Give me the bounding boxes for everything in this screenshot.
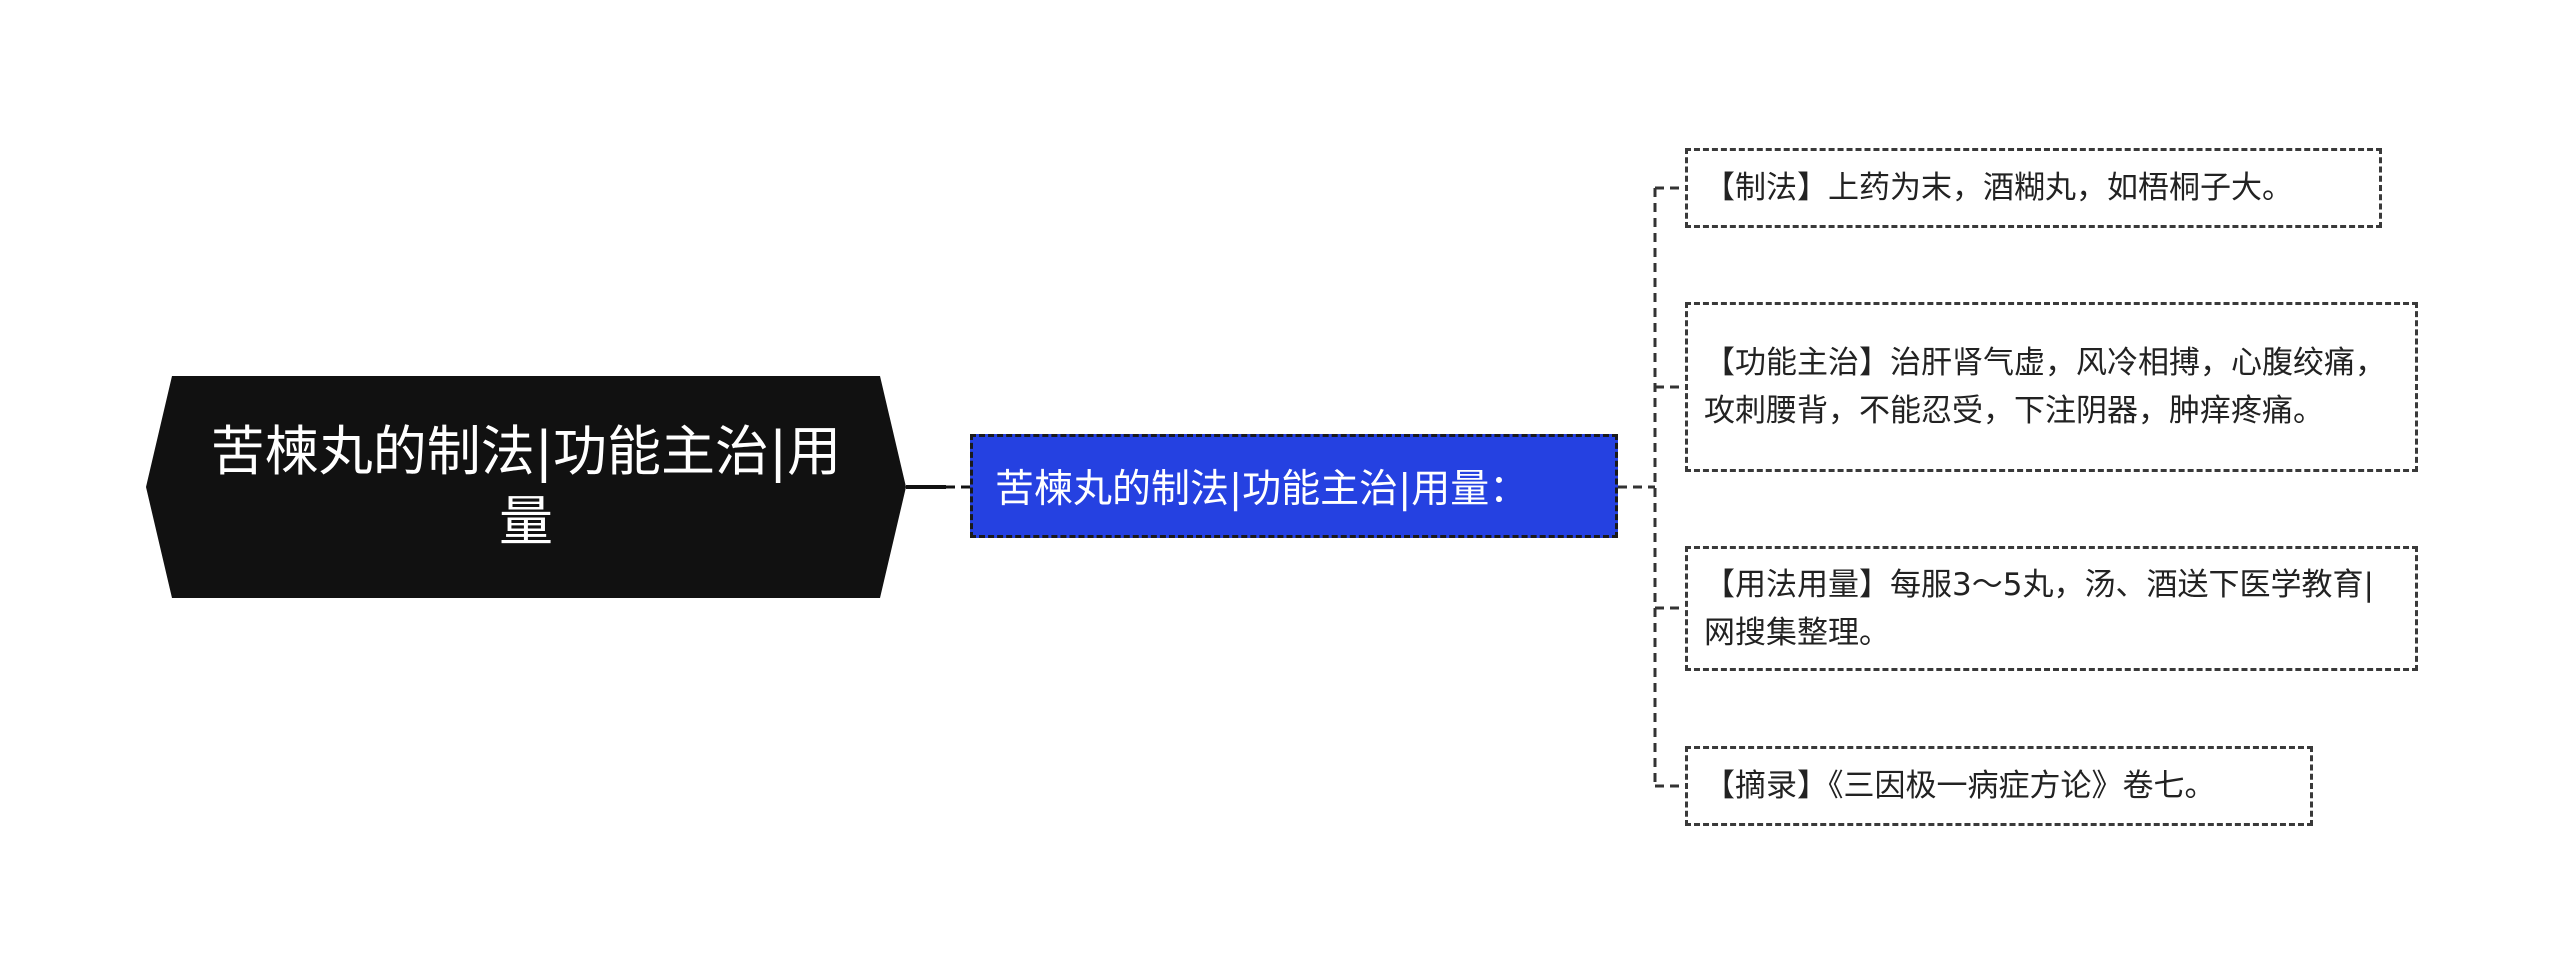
leaf-label-dosage: 【用法用量】每服3～5丸，汤、酒送下医学教育|网搜集整理。	[1704, 566, 2374, 651]
leaf-node-source[interactable]: 【摘录】《三因极一病症方论》卷七。	[1685, 746, 2313, 826]
leaf-node-dosage[interactable]: 【用法用量】每服3～5丸，汤、酒送下医学教育|网搜集整理。	[1685, 546, 2418, 671]
leaf-node-indications[interactable]: 【功能主治】治肝肾气虚，风冷相搏，心腹绞痛，攻刺腰背，不能忍受，下注阴器，肿痒疼…	[1685, 302, 2418, 472]
leaf-node-preparation[interactable]: 【制法】上药为末，酒糊丸，如梧桐子大。	[1685, 148, 2382, 228]
root-topic-node[interactable]: 苦楝丸的制法|功能主治|用量	[146, 376, 906, 598]
branch-topic-label: 苦楝丸的制法|功能主治|用量：	[995, 467, 1529, 512]
leaf-label-indications: 【功能主治】治肝肾气虚，风冷相搏，心腹绞痛，攻刺腰背，不能忍受，下注阴器，肿痒疼…	[1704, 345, 2386, 429]
leaf-label-source: 【摘录】《三因极一病症方论》卷七。	[1704, 768, 2216, 804]
leaf-label-preparation: 【制法】上药为末，酒糊丸，如梧桐子大。	[1704, 170, 2293, 206]
branch-topic-node[interactable]: 苦楝丸的制法|功能主治|用量：	[970, 434, 1618, 538]
root-hexagon-shape	[146, 376, 906, 598]
root-topic-label: 苦楝丸的制法|功能主治|用量	[210, 419, 842, 553]
